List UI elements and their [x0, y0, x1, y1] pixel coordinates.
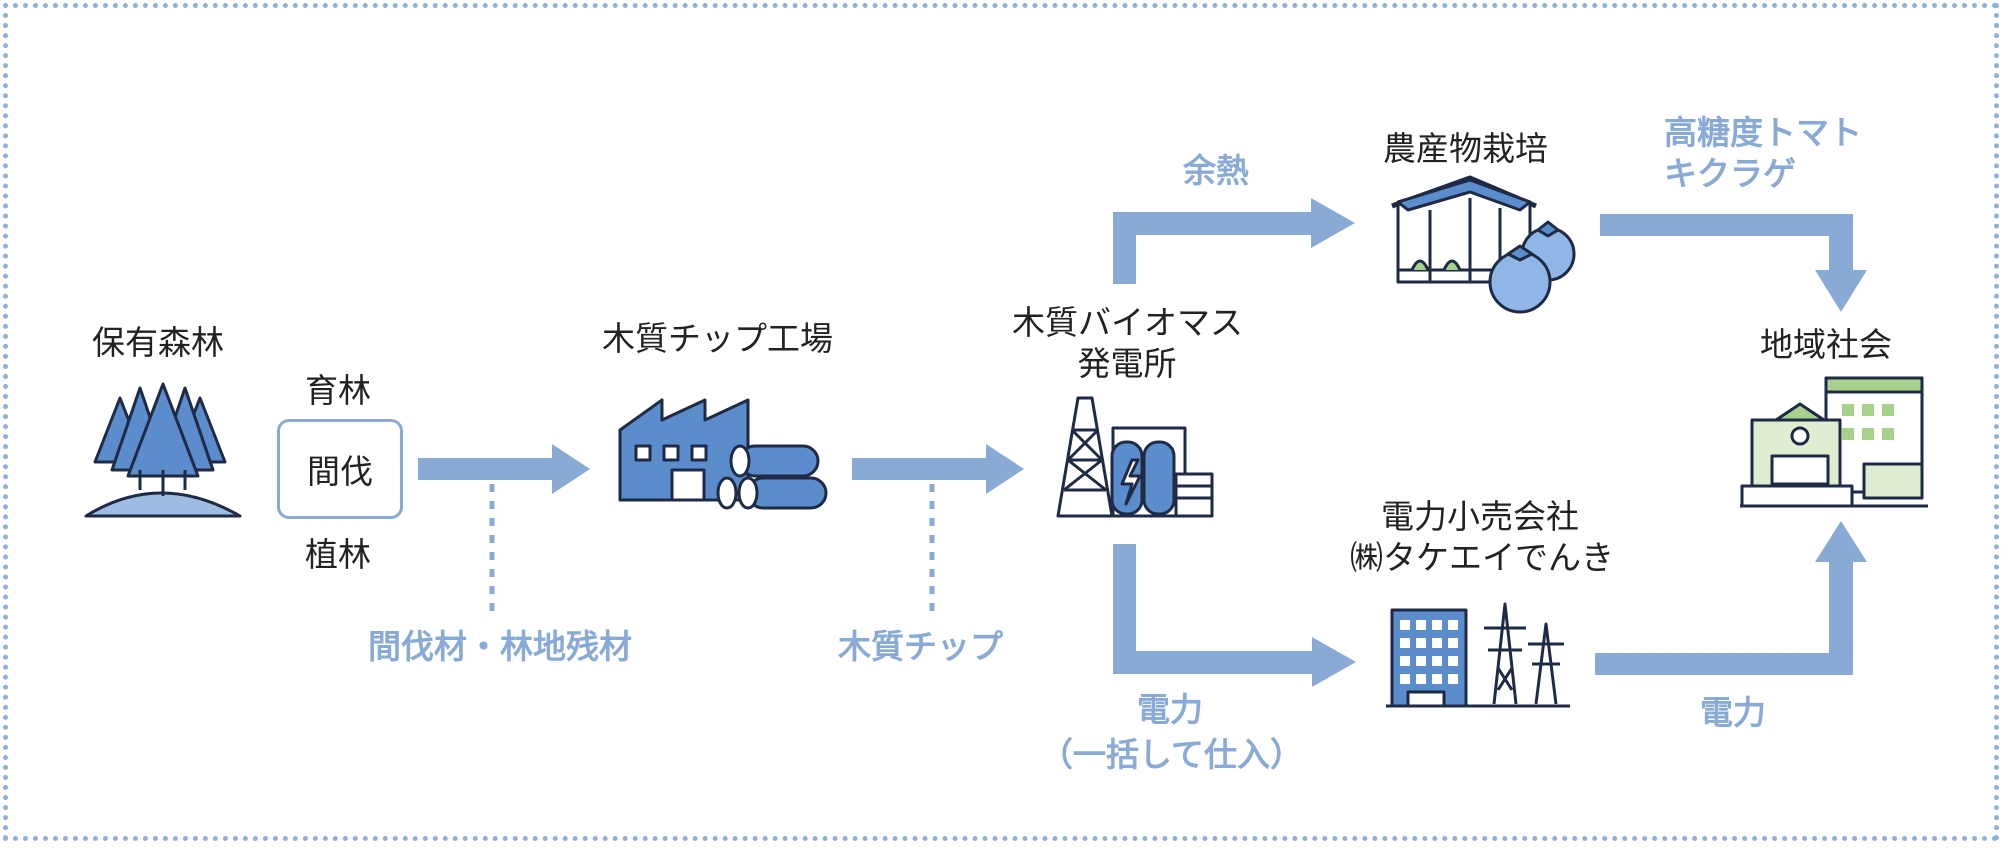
electricity-bulk-line-2: （一括して仕入） [1040, 734, 1304, 774]
node-community-label: 地域社会 [1760, 325, 1892, 364]
node-forest-label: 保有森林 [92, 323, 224, 362]
node-agriculture-label: 農産物栽培 [1383, 129, 1548, 168]
forest-process-bottom: 植林 [305, 535, 371, 574]
node-retailer-label: 電力小売会社 ㈱タケエイでんき [1350, 496, 1614, 579]
arrow-retailer-to-community [1595, 521, 1867, 675]
retailer-line-1: 電力小売会社 [1381, 497, 1579, 536]
flow-thinning-material-label: 間伐材・林地残材 [368, 627, 632, 666]
forest-process-top: 育林 [305, 371, 371, 410]
node-chip-factory-label: 木質チップ工場 [602, 319, 833, 358]
power-plant-line-1: 木質バイオマス [1012, 303, 1243, 342]
diagram-frame [3, 3, 1999, 841]
flow-products-label: 高糖度トマト キクラゲ [1664, 112, 1862, 195]
power-plant-line-2: 発電所 [1077, 344, 1177, 384]
community-icon [1740, 376, 1928, 508]
arrow-agriculture-to-community [1600, 214, 1867, 312]
retailer-icon [1386, 602, 1570, 708]
products-line-1: 高糖度トマト [1664, 113, 1862, 152]
greenhouse-icon [1391, 175, 1576, 314]
arrow-forest-to-factory [418, 444, 590, 494]
flow-waste-heat-label: 余熱 [1183, 151, 1249, 190]
flow-electricity-bulk-label: 電力 （一括して仕入） [1040, 688, 1304, 777]
forest-process-box-label: 間伐 [307, 452, 373, 491]
node-power-plant-label: 木質バイオマス 発電所 [1012, 302, 1243, 385]
arrow-plant-to-agriculture [1113, 198, 1355, 284]
retailer-line-2: ㈱タケエイでんき [1350, 538, 1614, 578]
arrow-plant-to-retailer [1113, 544, 1356, 687]
flow-electricity-label: 電力 [1700, 693, 1766, 732]
forest-icon [84, 382, 242, 518]
power-plant-icon [1056, 396, 1214, 518]
forest-process-box: 間伐 [277, 419, 403, 519]
electricity-bulk-line-1: 電力 [1137, 690, 1203, 729]
flow-wood-chip-label: 木質チップ [838, 627, 1003, 666]
products-line-2: キクラゲ [1664, 154, 1796, 194]
arrow-factory-to-plant [852, 444, 1024, 494]
factory-icon [618, 398, 828, 510]
